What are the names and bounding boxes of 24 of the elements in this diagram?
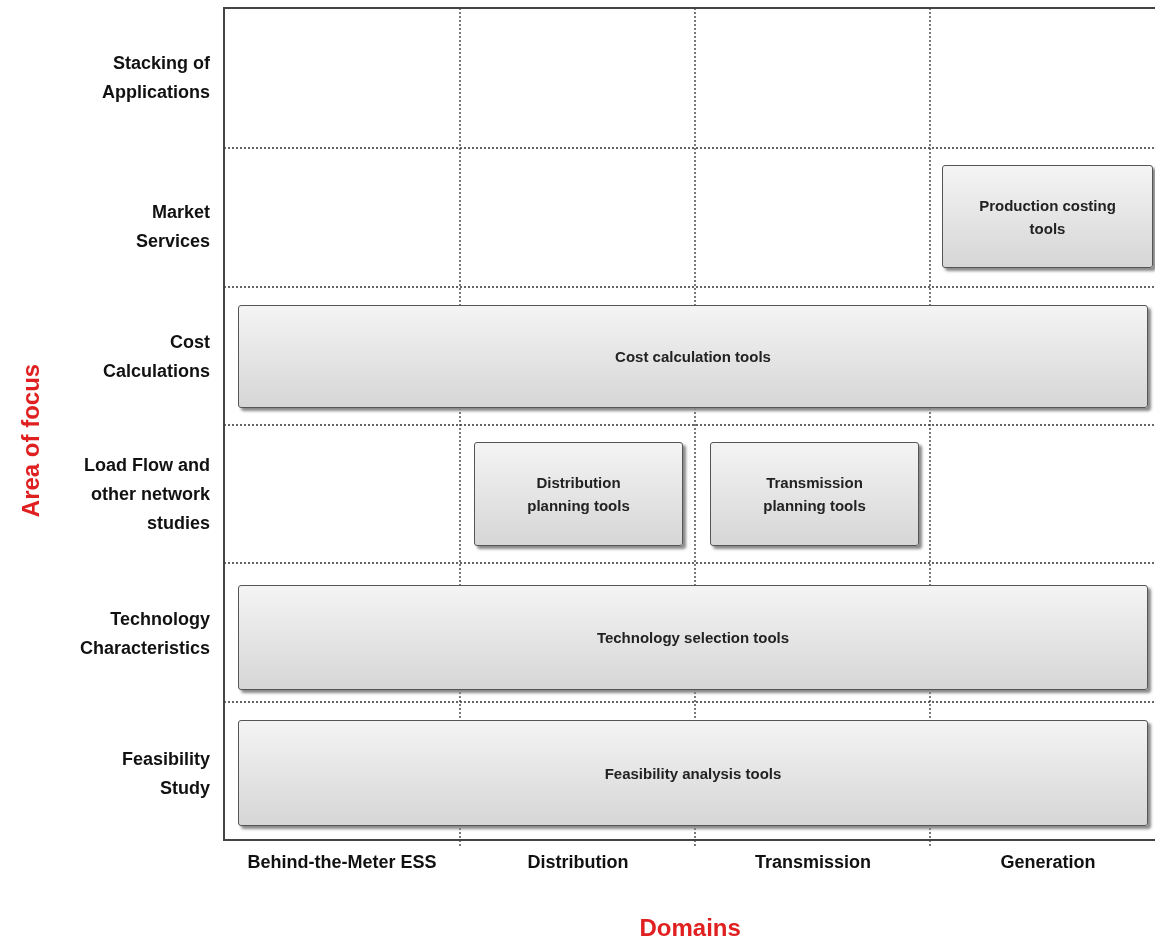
column-label: Distribution [526,851,630,874]
row-label: Stacking of Applications [101,52,210,104]
column-label: Generation [999,851,1097,874]
tool-label: Technology selection tools [596,628,790,648]
tool-label: Distribution planning tools [526,473,631,516]
column-label: Behind-the-Meter ESS [246,851,438,874]
row-label: Technology Characteristics [78,608,210,660]
row-label: Cost Calculations [101,331,210,383]
tool-box [942,165,1153,268]
tool-box [238,720,1148,826]
axis-title: Area of focus [15,363,45,517]
row-label: Feasibility Study [120,748,210,800]
axis-title: Domains [639,913,741,941]
tool-label: Cost calculation tools [615,347,771,367]
tool-label: Feasibility analysis tools [604,763,782,784]
row-label: Market Services [134,201,210,253]
tool-box [238,305,1148,408]
column-label: Transmission [753,851,872,874]
tool-box [238,585,1148,690]
tool-label: Transmission planning tools [762,473,867,516]
tool-box [710,442,919,546]
tool-label: Production costing tools [978,195,1117,239]
row-label: Load Flow and other network studies [83,453,210,535]
tool-box [474,442,683,546]
